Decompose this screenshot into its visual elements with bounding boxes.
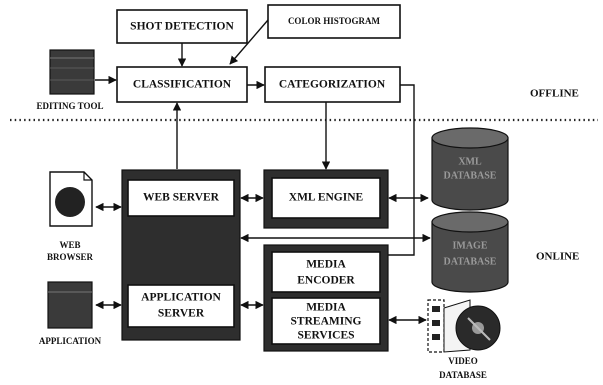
xml-db-label-2: DATABASE — [444, 170, 497, 181]
classification-label: CLASSIFICATION — [133, 79, 232, 91]
categorization-label: CATEGORIZATION — [279, 79, 386, 91]
shot-detection-box: SHOT DETECTION — [116, 9, 248, 44]
web-browser-label-2: BROWSER — [47, 252, 94, 262]
media-streaming-label-3: SERVICES — [297, 330, 354, 342]
media-stack: MEDIA ENCODER MEDIA STREAMING SERVICES — [263, 244, 389, 352]
application-icon — [47, 281, 93, 329]
xml-engine-box: XML ENGINE — [263, 169, 389, 229]
offline-label: OFFLINE — [530, 88, 579, 100]
editing-tool-label: EDITING TOOL — [37, 101, 104, 111]
web-server-label: WEB SERVER — [143, 192, 220, 204]
application-label: APPLICATION — [39, 336, 102, 346]
server-stack: WEB SERVER APPLICATION SERVER — [121, 169, 241, 341]
image-db-label-2: DATABASE — [444, 256, 497, 267]
editing-tool-icon — [49, 49, 95, 95]
image-database-cylinder: IMAGE DATABASE — [431, 211, 509, 293]
color-histogram-label: COLOR HISTOGRAM — [288, 16, 381, 26]
media-encoder-label-1: MEDIA — [306, 259, 346, 271]
video-db-label-1: VIDEO — [448, 356, 478, 366]
categorization-to-databases-line — [388, 84, 415, 256]
shot-detection-label: SHOT DETECTION — [130, 21, 234, 33]
categorization-box: CATEGORIZATION — [264, 66, 401, 103]
web-browser-icon — [49, 171, 93, 227]
color-histogram-box: COLOR HISTOGRAM — [267, 4, 401, 39]
xml-db-label-1: XML — [458, 156, 482, 167]
histogram-to-classification-arrow — [229, 19, 269, 65]
xml-database-cylinder: XML DATABASE — [431, 127, 509, 211]
web-browser-label-1: WEB — [59, 240, 80, 250]
media-streaming-label-2: STREAMING — [291, 316, 362, 328]
xml-engine-label: XML ENGINE — [289, 192, 364, 204]
image-db-label-1: IMAGE — [453, 240, 488, 251]
media-encoder-label-2: ENCODER — [297, 275, 355, 287]
video-database-icon — [427, 299, 501, 353]
application-server-label-1: APPLICATION — [141, 292, 221, 304]
application-server-label-2: SERVER — [158, 308, 205, 320]
classification-box: CLASSIFICATION — [116, 66, 248, 103]
online-label: ONLINE — [536, 251, 579, 263]
media-streaming-label-1: MEDIA — [306, 302, 346, 314]
video-db-label-2: DATABASE — [439, 370, 487, 380]
